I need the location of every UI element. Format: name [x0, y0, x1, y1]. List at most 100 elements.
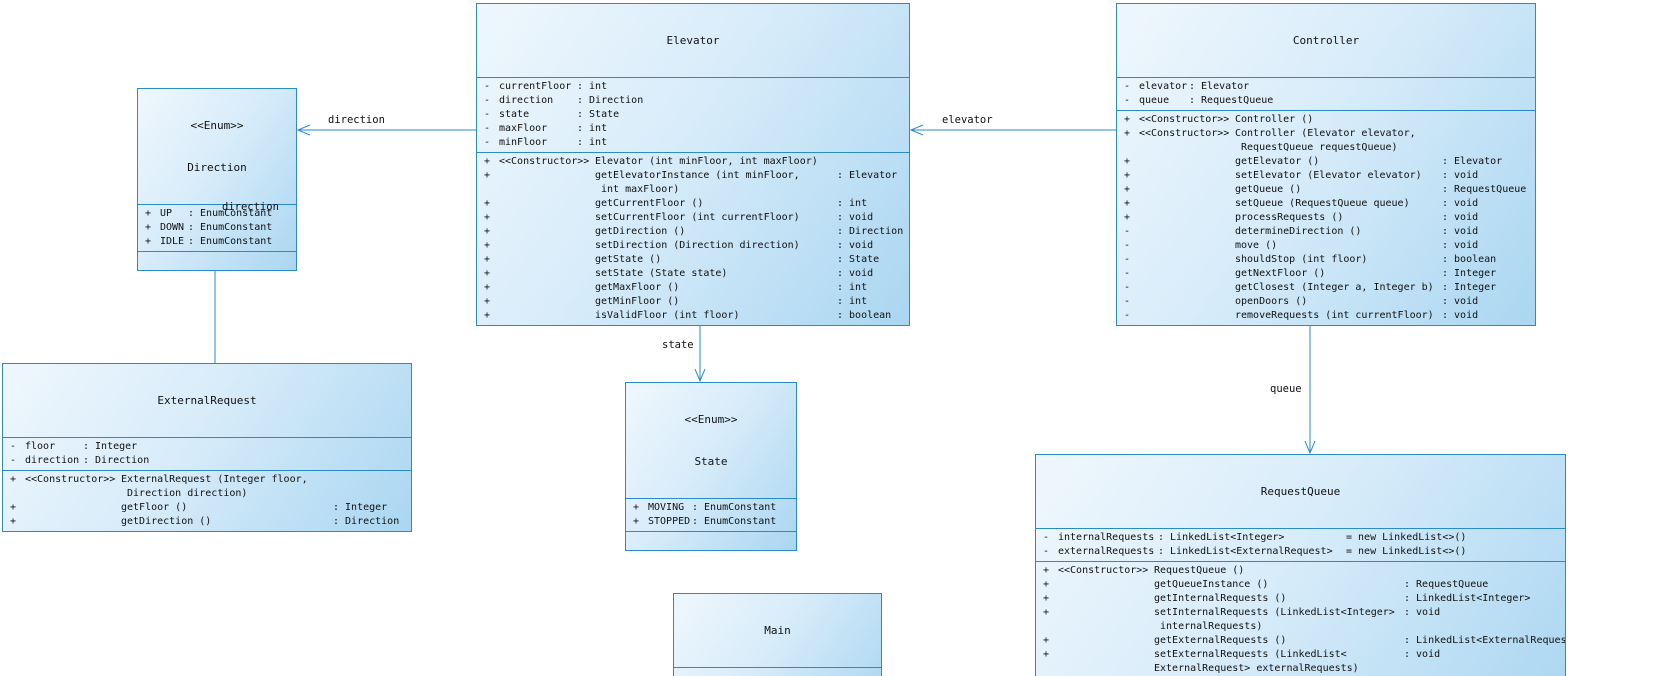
class-box-elevator[interactable]: Elevator -currentFloor: int-direction: D… — [476, 3, 910, 326]
atype: : RequestQueue — [1189, 95, 1274, 106]
class-name: Controller — [1292, 34, 1360, 47]
association-label-direction-2: direction — [222, 201, 279, 213]
class-stereotype: <<Enum>> — [684, 413, 738, 426]
stereo: <<Constructor>> — [1139, 114, 1230, 125]
mname: getCurrentFloor () — [595, 198, 704, 209]
class-box-state-enum[interactable]: <<Enum>> State +MOVING: EnumConstant+STO… — [625, 382, 797, 551]
attribute-row: +MOVING: EnumConstant — [626, 501, 796, 515]
stereo — [1139, 253, 1235, 267]
stereo: <<Constructor>> — [499, 156, 590, 167]
association-label-queue: queue — [1270, 383, 1302, 395]
mname: RequestQueue () — [1154, 565, 1245, 576]
visibility-marker: + — [484, 296, 491, 307]
attribute-row: -direction: Direction — [3, 454, 411, 468]
mret: : void — [1404, 607, 1441, 618]
visibility-marker: + — [1043, 593, 1050, 604]
stereo — [1058, 606, 1154, 620]
class-box-direction-enum[interactable]: <<Enum>> Direction +UP: EnumConstant+DOW… — [137, 88, 297, 271]
association-elevator-to-direction[interactable] — [296, 124, 476, 136]
visibility-marker: - — [1124, 254, 1131, 265]
method-row: +processRequests (): void — [1117, 211, 1535, 225]
mret: : boolean — [1442, 254, 1497, 265]
arrowhead-icon — [296, 124, 311, 136]
stereo — [1139, 281, 1235, 295]
visibility-marker: - — [10, 441, 17, 452]
class-box-main[interactable]: Main +main (String args[]): void — [673, 593, 882, 676]
method-row: +setInternalRequests (LinkedList<Integer… — [1036, 606, 1565, 620]
mname: getState () — [595, 254, 662, 265]
adef: = new LinkedList<>() — [1346, 546, 1467, 557]
aname: UP — [160, 208, 173, 219]
mname: getElevator () — [1235, 156, 1320, 167]
visibility-marker: - — [484, 123, 491, 134]
visibility-marker: - — [1124, 95, 1131, 106]
class-stereotype: <<Enum>> — [190, 119, 244, 132]
stereo — [1139, 169, 1235, 183]
aname: DOWN — [160, 222, 185, 233]
mret: : void — [1442, 212, 1479, 223]
attributes-compartment: -elevator: Elevator-queue: RequestQueue — [1117, 77, 1535, 110]
attribute-row: -floor: Integer — [3, 440, 411, 454]
stereo — [1139, 295, 1235, 309]
method-row: -getNextFloor (): Integer — [1117, 267, 1535, 281]
visibility-marker: + — [145, 236, 152, 247]
visibility-marker: + — [484, 240, 491, 251]
visibility-marker: - — [1124, 268, 1131, 279]
stereo — [499, 211, 595, 225]
method-row: +setQueue (RequestQueue queue): void — [1117, 197, 1535, 211]
mret: : void — [1404, 649, 1441, 660]
mname: ExternalRequest (Integer floor, — [121, 474, 308, 485]
visibility-marker: - — [484, 137, 491, 148]
attributes-compartment: -internalRequests: LinkedList<Integer>= … — [1036, 528, 1565, 561]
methods-compartment — [138, 251, 296, 270]
method-row: +getDirection (): Direction — [3, 515, 411, 529]
method-row: -getClosest (Integer a, Integer b): Inte… — [1117, 281, 1535, 295]
visibility-marker — [477, 183, 499, 197]
class-name: Direction — [187, 161, 247, 174]
visibility-marker: - — [10, 455, 17, 466]
stereo — [25, 515, 121, 529]
method-row: +getQueue (): RequestQueue — [1117, 183, 1535, 197]
method-row: -move (): void — [1117, 239, 1535, 253]
class-box-controller[interactable]: Controller -elevator: Elevator-queue: Re… — [1116, 3, 1536, 326]
mret: : Integer — [333, 502, 388, 513]
class-box-externalrequest[interactable]: ExternalRequest -floor: Integer-directio… — [2, 363, 412, 532]
mret: : boolean — [837, 310, 892, 321]
class-title: RequestQueue — [1036, 455, 1565, 528]
class-title: <<Enum>> Direction — [138, 89, 296, 204]
atype: : State — [577, 109, 620, 120]
stereo — [499, 225, 595, 239]
visibility-marker: + — [484, 156, 491, 167]
method-row: +<<Constructor>>RequestQueue () — [1036, 564, 1565, 578]
aname: IDLE — [160, 236, 185, 247]
mret: : LinkedList<Integer> — [1404, 593, 1531, 604]
mname: getQueue () — [1235, 184, 1302, 195]
mname: Controller (Elevator elevator, — [1235, 128, 1416, 139]
atype: : EnumConstant — [188, 208, 273, 219]
atype: : EnumConstant — [188, 236, 273, 247]
class-title: Main — [674, 594, 881, 667]
method-row: -determineDirection (): void — [1117, 225, 1535, 239]
atype: : Integer — [83, 441, 138, 452]
attributes-compartment: -floor: Integer-direction: Direction — [3, 437, 411, 470]
stereo — [1139, 309, 1235, 323]
aname: maxFloor — [499, 123, 548, 134]
mret: : int — [837, 296, 868, 307]
visibility-marker: + — [10, 502, 17, 513]
class-box-requestqueue[interactable]: RequestQueue -internalRequests: LinkedLi… — [1035, 454, 1566, 676]
method-row: +setState (State state): void — [477, 267, 909, 281]
mret: : RequestQueue — [1442, 184, 1527, 195]
class-title: <<Enum>> State — [626, 383, 796, 498]
arrowhead-icon — [909, 124, 924, 136]
visibility-marker: + — [1043, 607, 1050, 618]
method-row: -shouldStop (int floor): boolean — [1117, 253, 1535, 267]
atype: : LinkedList<Integer> — [1158, 532, 1285, 543]
visibility-marker: + — [484, 198, 491, 209]
mname: setQueue (RequestQueue queue) — [1235, 198, 1410, 209]
attribute-row: -internalRequests: LinkedList<Integer>= … — [1036, 531, 1565, 545]
attribute-row: -queue: RequestQueue — [1117, 94, 1535, 108]
method-row: +getQueueInstance (): RequestQueue — [1036, 578, 1565, 592]
association-controller-to-elevator[interactable] — [909, 124, 1130, 136]
aname: MOVING — [648, 502, 685, 513]
